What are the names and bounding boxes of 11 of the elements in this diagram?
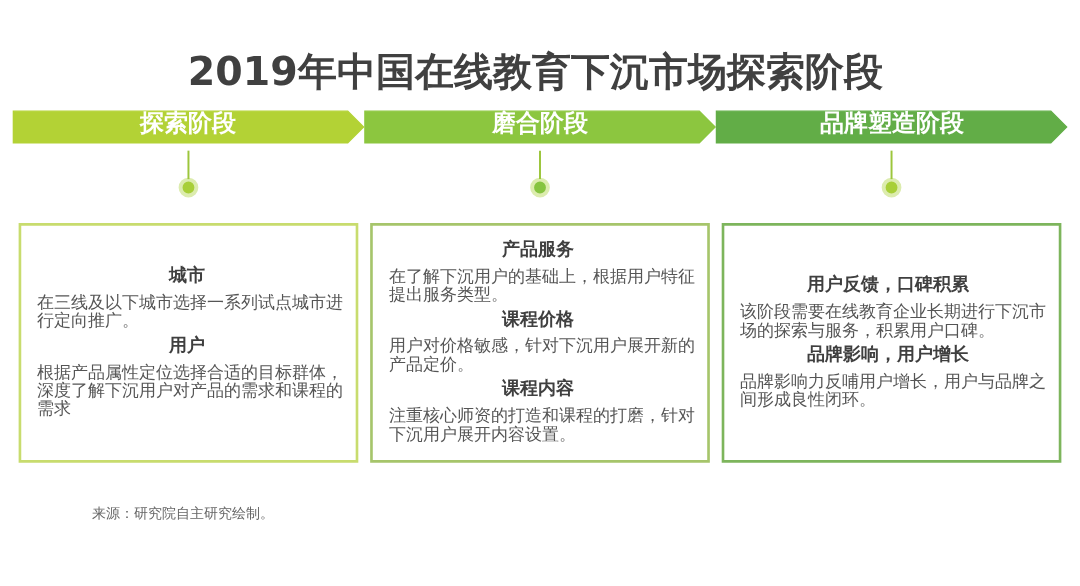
node-box: 用户反馈，口碑积累 该阶段需要在线教育企业长期进行下沉市场的探索与服务，积累用户口碑。 品牌影响，用户增长 品牌影响力反哺用户增长，用户与品牌之间形成良性闭环。 [721, 222, 1062, 463]
node-box: 城市 在三线及以下城市选择一系列试点城市进行定向推广。 用户 根据产品属性定位选择合适的目标群体，深度了解下沉用户对产品的需求和课程的需求 [18, 222, 359, 463]
connector [539, 149, 541, 180]
connector [187, 149, 190, 180]
label: 来源：研究院自主研究绘制。 [91, 504, 274, 521]
node-circle [178, 177, 199, 197]
node-circle [530, 177, 550, 197]
node-box: 产品服务 在了解下沉用户的基础上，根据用户特征提出服务类型。 课程价格 用户对价格敏感，针对下沉用户展开新的产品定价。 课程内容 注重核心师资的打造和课程的打磨，针对下沉用户展开内容设置。 [370, 222, 710, 463]
diagram-title: 2019年中国在线教育下沉市场探索阶段 [187, 47, 883, 94]
connector [890, 149, 893, 180]
node-circle [881, 177, 902, 197]
